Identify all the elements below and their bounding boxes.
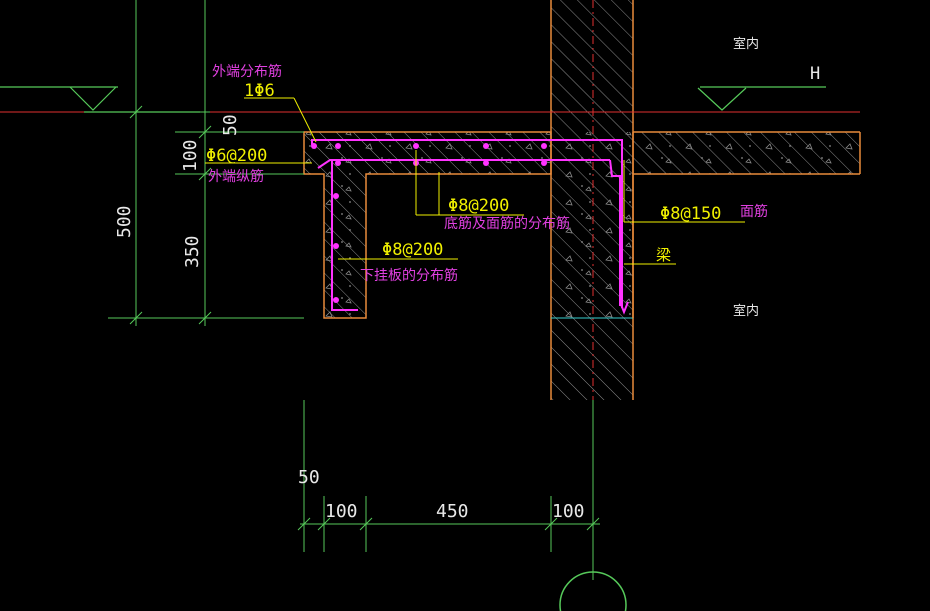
dim-v-50: 50 <box>220 114 241 136</box>
rebar-layout <box>311 139 629 315</box>
label-level-mark: H <box>810 64 820 84</box>
horizontal-dimensions <box>297 400 600 580</box>
label-indoor-lower: 室内 <box>733 303 759 319</box>
label-hanging-plate-spec: Φ8@200 <box>382 240 443 260</box>
rebar-dots <box>311 143 547 303</box>
label-bottom-top-spec: Φ8@200 <box>448 196 509 216</box>
label-bottom-top-distribution: 底筋及面筋的分布筋 <box>444 215 570 232</box>
dim-h-100-left: 100 <box>325 501 358 522</box>
label-outer-bar-spec: 1Φ6 <box>244 81 275 101</box>
label-indoor-upper: 室内 <box>733 36 759 52</box>
label-hanging-plate-distribution: 下挂板的分布筋 <box>360 267 458 284</box>
floor-slab <box>0 111 861 175</box>
dim-h-450: 450 <box>436 501 469 522</box>
dim-v-500: 500 <box>114 205 135 238</box>
label-outer-longitudinal-bar: 外端纵筋 <box>208 168 264 185</box>
dim-v-350: 350 <box>182 235 203 268</box>
label-outer-longitudinal-spec: Φ6@200 <box>206 146 267 166</box>
label-outer-distribution-bar: 外端分布筋 <box>212 63 282 80</box>
dim-h-100-right: 100 <box>552 501 585 522</box>
label-beam: 梁 <box>656 246 671 264</box>
axis-bubble <box>559 571 627 611</box>
label-top-bar-spec: Φ8@150 <box>660 204 721 224</box>
leader-lines <box>205 97 745 265</box>
label-top-bar: 面筋 <box>740 203 768 220</box>
dim-h-50: 50 <box>298 467 320 488</box>
level-mark-left <box>0 86 200 113</box>
level-mark-right <box>697 86 826 111</box>
dim-v-100: 100 <box>180 139 201 172</box>
